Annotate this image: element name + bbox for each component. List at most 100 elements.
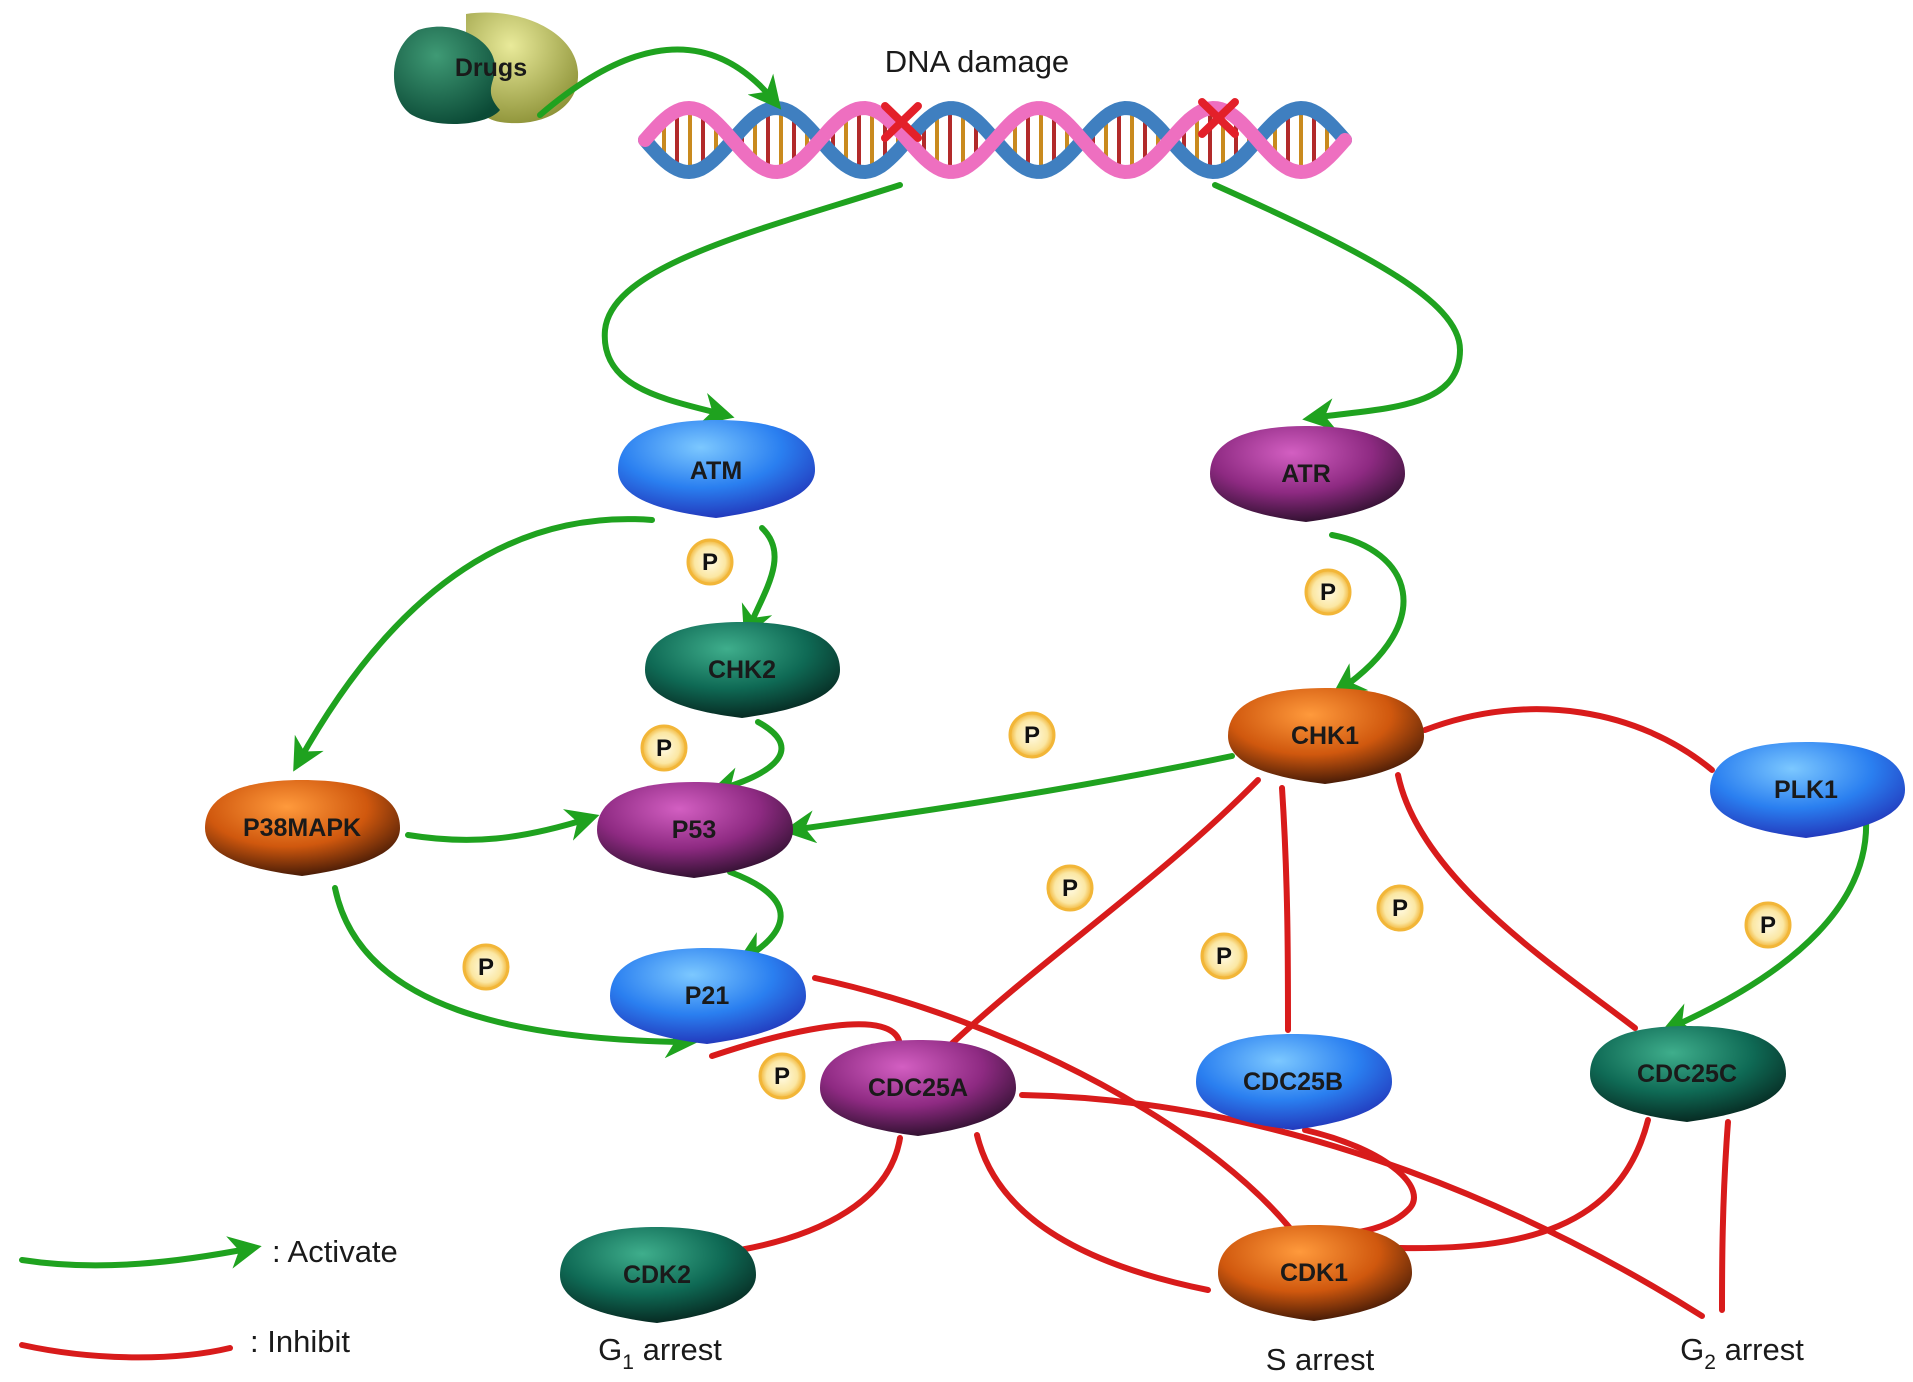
phospho-badge-circle	[1008, 711, 1056, 759]
legend-inhibit-label: : Inhibit	[250, 1324, 350, 1359]
phospho-badge-circle	[462, 943, 510, 991]
edge-chk1-plk1	[1422, 706, 1715, 773]
node-cdc25c-label: CDC25C	[1637, 1060, 1737, 1088]
edge-p21-cdk1	[812, 975, 1306, 1248]
node-cdk2: CDK2	[560, 1227, 756, 1323]
phospho-badge-circle	[640, 724, 688, 772]
edge-cdc25a-g2	[1019, 1092, 1705, 1319]
damage-mark-2	[1198, 98, 1239, 138]
legend-activate: : Activate	[19, 1234, 398, 1269]
edge-cdc25b-cdk1	[1302, 1127, 1417, 1239]
edge-cdc25a-cdk1	[974, 1132, 1211, 1293]
s-arrest-label: S arrest	[1266, 1342, 1375, 1377]
edge-atm-to-p38mapk	[293, 516, 655, 772]
node-p53-label: P53	[672, 816, 716, 844]
node-atr-label: ATR	[1281, 460, 1331, 488]
damage-mark-1	[881, 102, 922, 142]
node-p21-label: P21	[685, 982, 730, 1010]
g2-arrest-label: G2 arrest	[1680, 1332, 1804, 1374]
node-atm-label: ATM	[690, 457, 742, 485]
node-cdc25c: CDC25C	[1590, 1026, 1786, 1122]
node-atm: ATM	[618, 420, 815, 518]
phospho-badge: P	[1200, 932, 1248, 980]
edge-atm-to-chk2	[741, 525, 778, 640]
drugs-label: Drugs	[455, 54, 527, 82]
edge-chk1-to-p53	[782, 753, 1235, 844]
phospho-badge-label: P	[774, 1063, 790, 1090]
edge-dna-to-atm	[601, 182, 903, 425]
legend-activate-line	[19, 1236, 262, 1269]
dna-damage-title: DNA damage	[885, 44, 1069, 79]
phospho-badge: P	[1376, 884, 1424, 932]
legend: : Activate : Inhibit	[19, 1234, 398, 1361]
phospho-badge: P	[1744, 901, 1792, 949]
edge-p21-cdc25a	[709, 1021, 903, 1059]
node-cdc25b: CDC25B	[1196, 1034, 1392, 1130]
node-plk1: PLK1	[1710, 742, 1905, 838]
edge-p38mapk-to-p21	[332, 885, 698, 1059]
edge-cdc25c-cdk1	[1397, 1117, 1651, 1252]
inhibit-edges	[709, 706, 1731, 1319]
node-p53: P53	[597, 782, 793, 878]
edge-cdc25a-cdk2	[737, 1135, 903, 1253]
edge-atr-to-chk1	[1329, 532, 1407, 696]
phospho-badge-circle	[758, 1052, 806, 1100]
phospho-badge: P	[462, 943, 510, 991]
phospho-badge: P	[1304, 568, 1352, 616]
node-cdc25a-label: CDC25A	[868, 1074, 968, 1102]
legend-inhibit: : Inhibit	[19, 1324, 350, 1361]
phospho-badge-circle	[1304, 568, 1352, 616]
node-atr: ATR	[1210, 426, 1405, 522]
node-chk2-label: CHK2	[708, 656, 776, 684]
node-p38mapk-label: P38MAPK	[243, 814, 361, 842]
phospho-badge-label: P	[478, 954, 494, 981]
phospho-badge: P	[640, 724, 688, 772]
phospho-badge: P	[758, 1052, 806, 1100]
edge-drugs-to-dna	[537, 46, 782, 118]
node-cdk2-label: CDK2	[623, 1261, 691, 1289]
node-plk1-label: PLK1	[1774, 776, 1838, 804]
edge-chk1-cdc25c	[1395, 772, 1638, 1031]
phospho-badge: P	[686, 538, 734, 586]
phospho-badges: P P P P P P P P P P	[462, 538, 1792, 1100]
edge-p53-to-p21	[727, 869, 784, 963]
edge-cdc25c-g2	[1719, 1119, 1731, 1313]
phospho-badge-label: P	[1320, 579, 1336, 606]
phospho-badge-label: P	[1024, 722, 1040, 749]
edge-plk1-to-cdc25c	[1660, 815, 1870, 1034]
phospho-badge-label: P	[1216, 943, 1232, 970]
node-cdc25a: CDC25A	[820, 1040, 1016, 1136]
node-p38mapk: P38MAPK	[205, 780, 400, 876]
legend-activate-label: : Activate	[272, 1234, 398, 1269]
edge-chk2-to-p53	[708, 719, 785, 800]
node-cdk1: CDK1	[1218, 1225, 1412, 1321]
node-chk1-label: CHK1	[1291, 722, 1359, 750]
node-cdk1-label: CDK1	[1280, 1259, 1348, 1287]
phospho-badge-circle	[1744, 901, 1792, 949]
phospho-badge-circle	[1200, 932, 1248, 980]
phospho-badge: P	[1046, 864, 1094, 912]
activate-edges	[293, 46, 1870, 1059]
drugs-molecule	[393, 12, 579, 125]
phospho-badge-label: P	[1760, 912, 1776, 939]
edge-dna-to-atr	[1212, 182, 1464, 431]
node-p21: P21	[610, 948, 806, 1044]
node-chk2: CHK2	[645, 622, 840, 718]
phospho-badge-label: P	[1392, 895, 1408, 922]
g1-arrest-label: G1 arrest	[598, 1332, 722, 1374]
edge-chk1-cdc25a	[942, 777, 1261, 1053]
phospho-badge-circle	[1376, 884, 1424, 932]
phospho-badge-label: P	[1062, 875, 1078, 902]
phospho-badge-circle	[686, 538, 734, 586]
phospho-badge-label: P	[656, 735, 672, 762]
phospho-badge: P	[1008, 711, 1056, 759]
node-cdc25b-label: CDC25B	[1243, 1068, 1343, 1096]
legend-inhibit-line	[19, 1342, 233, 1361]
edge-p38mapk-to-p53	[405, 809, 600, 843]
phospho-badge-circle	[1046, 864, 1094, 912]
dna-helix	[638, 98, 1352, 180]
node-chk1: CHK1	[1228, 688, 1424, 784]
edge-chk1-cdc25b	[1279, 785, 1291, 1033]
phospho-badge-label: P	[702, 549, 718, 576]
